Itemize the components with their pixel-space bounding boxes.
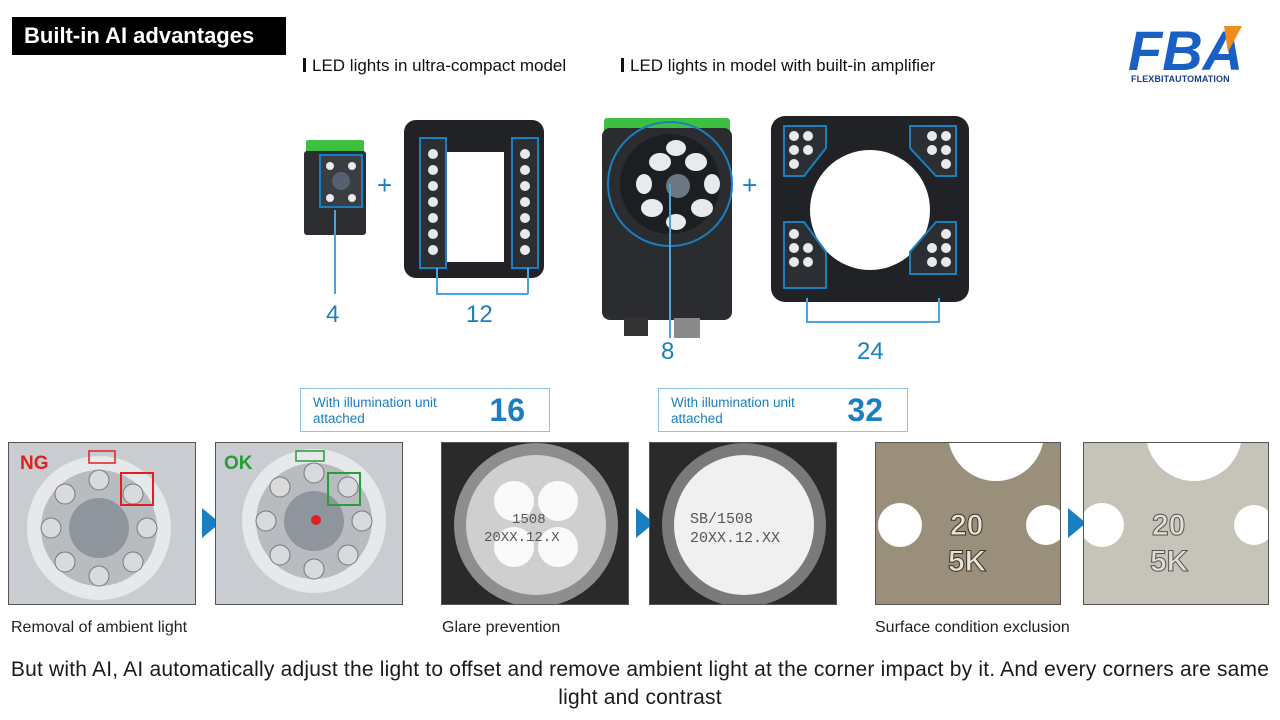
ok-label: OK: [224, 453, 253, 474]
arrow-right-icon: [1068, 508, 1086, 538]
section-heading-amplifier: LED lights in model with built-in amplif…: [621, 56, 935, 76]
plus-icon: +: [742, 170, 758, 200]
surface-after-photo: 20 5K: [1083, 442, 1269, 605]
svg-text:SB/1508: SB/1508: [690, 511, 753, 528]
amplifier-camera-illustration: [598, 112, 738, 342]
amplifier-illumination-unit: [768, 112, 972, 318]
svg-text:20: 20: [950, 509, 983, 542]
ng-label: NG: [20, 453, 49, 474]
video-subtitle: But with AI, AI automatically adjust the…: [10, 658, 1270, 709]
page-title: Built-in AI advantages: [12, 17, 286, 55]
glare-after-photo: SB/1508 20XX.12.XX: [649, 442, 837, 605]
svg-text:5K: 5K: [1150, 545, 1189, 578]
caption-surface-condition: Surface condition exclusion: [875, 619, 1070, 636]
glare-before-photo: 1508 20XX.12.X: [441, 442, 629, 605]
compact-camera-illustration: [300, 135, 372, 240]
svg-text:20XX.12.X: 20XX.12.X: [484, 530, 560, 546]
plus-icon: +: [377, 170, 393, 200]
svg-text:20XX.12.XX: 20XX.12.XX: [690, 530, 780, 547]
compact-camera-led-count: 4: [326, 301, 340, 328]
illumination-total-compact: With illumination unit attached 16: [300, 388, 550, 432]
illumination-total-amplifier: With illumination unit attached 32: [658, 388, 908, 432]
svg-text:20: 20: [1152, 509, 1185, 542]
section-heading-compact: LED lights in ultra-compact model: [303, 56, 566, 76]
caption-glare-prevention: Glare prevention: [442, 619, 561, 636]
svg-text:1508: 1508: [512, 512, 546, 528]
svg-text:5K: 5K: [948, 545, 987, 578]
logo-mark: FBA: [1128, 19, 1243, 82]
amplifier-unit-led-count: 24: [857, 338, 884, 365]
fba-logo: FBA FLEXBITAUTOMATION: [1124, 18, 1254, 88]
amplifier-camera-led-count: 8: [661, 338, 675, 365]
caption-ambient-light: Removal of ambient light: [11, 619, 188, 636]
compact-unit-led-count: 12: [466, 301, 493, 328]
subtitle-backdrop: [0, 632, 1280, 720]
ambient-ok-photo: OK: [215, 442, 403, 605]
surface-before-photo: 20 5K: [875, 442, 1061, 605]
ambient-ng-photo: NG: [8, 442, 196, 605]
logo-tagline: FLEXBITAUTOMATION: [1131, 74, 1230, 84]
compact-illumination-unit: [400, 112, 550, 290]
